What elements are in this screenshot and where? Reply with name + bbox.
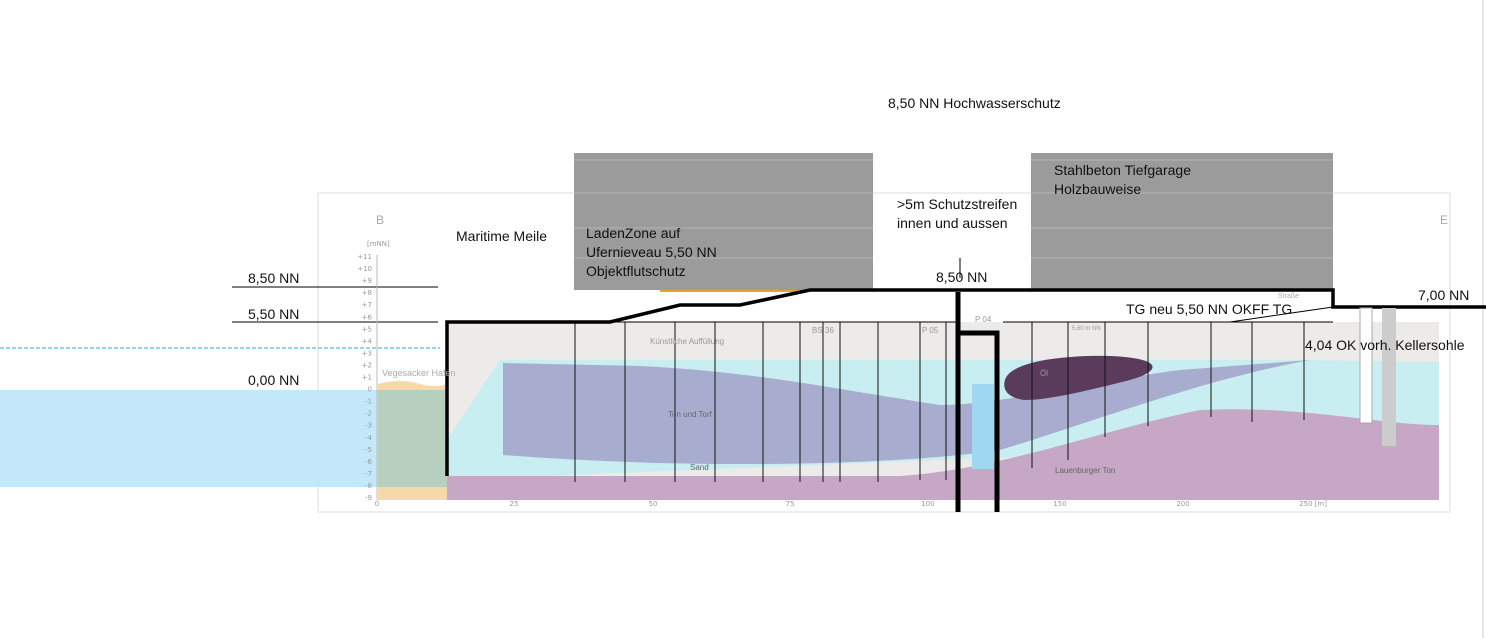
label-tg: TG neu 5,50 NN OKFF TG — [1126, 301, 1293, 317]
title-hochwasserschutz: 8,50 NN Hochwasserschutz — [888, 95, 1061, 111]
y-tick-label: -6 — [365, 458, 373, 466]
point-p05: P 05 — [922, 326, 939, 335]
lauenburger-ton-layer — [447, 409, 1439, 500]
harbour-water — [378, 390, 447, 487]
y-tick-label: -3 — [365, 422, 372, 430]
water-band — [0, 390, 447, 487]
layer-oil: Öl — [1040, 369, 1048, 378]
sealing-wall — [1382, 308, 1396, 446]
y-tick-label: -4 — [365, 434, 373, 442]
point-p04: P 04 — [975, 315, 992, 324]
y-tick-label: -8 — [365, 482, 372, 490]
label-850: 8,50 NN — [248, 270, 300, 286]
layer-sand: Sand — [690, 463, 709, 472]
x-tick-label: 100 — [921, 500, 934, 508]
point-bs36: BS 36 — [812, 326, 834, 335]
y-tick-label: +11 — [357, 253, 372, 261]
ton-torf-layer — [503, 360, 1310, 465]
right-mark: E — [1440, 213, 1448, 227]
layer-ton-torf: Ton und Torf — [668, 410, 713, 419]
well-right — [1359, 307, 1373, 424]
y-tick-label: -1 — [365, 398, 372, 406]
oil-blob — [1004, 355, 1153, 400]
label-keller: 4,04 OK vorh. Kellersohle — [1305, 337, 1465, 353]
label-000: 0,00 NN — [248, 372, 300, 388]
x-tick-label: 150 — [1053, 500, 1066, 508]
ramp-line — [1229, 306, 1334, 323]
piles — [574, 322, 1305, 482]
y-tick-label: +2 — [362, 361, 372, 369]
y-ticks: +11+10+9+8+7+6+5+4+3+2+10-1-2-3-4-5-6-7-… — [357, 253, 372, 502]
building-tiefgarage — [1031, 153, 1333, 290]
sheet-pile-water — [972, 384, 994, 469]
x-tick-label: 25 — [510, 500, 519, 508]
label-stahl-2: Holzbauweise — [1054, 181, 1142, 197]
left-mark: B — [376, 213, 384, 227]
y-tick-label: +4 — [362, 337, 373, 345]
y-tick-label: -2 — [365, 410, 372, 418]
building-ladenzone — [574, 153, 873, 290]
terrain-profile — [445, 288, 1486, 476]
point-strasse: Straße — [1278, 293, 1299, 300]
layer-hafen: Vegesacker Hafen — [382, 368, 456, 378]
x-tick-label: 75 — [786, 500, 795, 508]
y-tick-label: +7 — [362, 301, 372, 309]
flood-wall-right — [960, 330, 1000, 512]
y-tick-label: +3 — [362, 349, 372, 357]
layer-auffuellung: Künstliche Auffüllung — [650, 337, 724, 346]
y-tick-label: +8 — [362, 289, 372, 297]
y-tick-label: -9 — [365, 494, 372, 502]
label-laden-2: Ufernieveau 5,50 NN — [586, 244, 717, 260]
y-tick-label: -7 — [365, 470, 372, 478]
building-floor-lines — [574, 159, 1333, 259]
x-tick-label: 0 — [375, 500, 379, 508]
label-700: 7,00 NN — [1418, 287, 1470, 303]
x-ticks: 0 25 50 75 100 150 200 250 [m] — [375, 500, 1327, 508]
label-laden-3: Objektflutschutz — [586, 263, 686, 279]
y-tick-label: -5 — [365, 446, 372, 454]
label-850-mid: 8,50 NN — [936, 269, 988, 285]
layer-lauenburger: Lauenburger Ton — [1055, 466, 1115, 475]
label-550: 5,50 NN — [248, 306, 300, 322]
axis-unit: [mNN] — [367, 240, 390, 248]
point-level: 5,60 m NN — [1072, 326, 1101, 332]
label-laden-1: LadenZone auf — [586, 225, 681, 241]
x-tick-label: 250 [m] — [1299, 500, 1327, 508]
y-tick-label: +5 — [362, 325, 372, 333]
x-tick-label: 200 — [1176, 500, 1189, 508]
y-tick-label: +6 — [362, 313, 373, 321]
y-tick-label: +10 — [357, 265, 372, 273]
label-schutz-1: >5m Schutzstreifen — [897, 196, 1018, 212]
y-tick-label: +1 — [362, 374, 372, 382]
label-maritime-meile: Maritime Meile — [456, 228, 548, 244]
x-tick-label: 50 — [649, 500, 658, 508]
label-stahl-1: Stahlbeton Tiefgarage — [1054, 162, 1191, 178]
y-tick-label: 0 — [368, 386, 372, 394]
y-tick-label: +9 — [362, 277, 372, 285]
label-schutz-2: innen und aussen — [897, 215, 1008, 231]
